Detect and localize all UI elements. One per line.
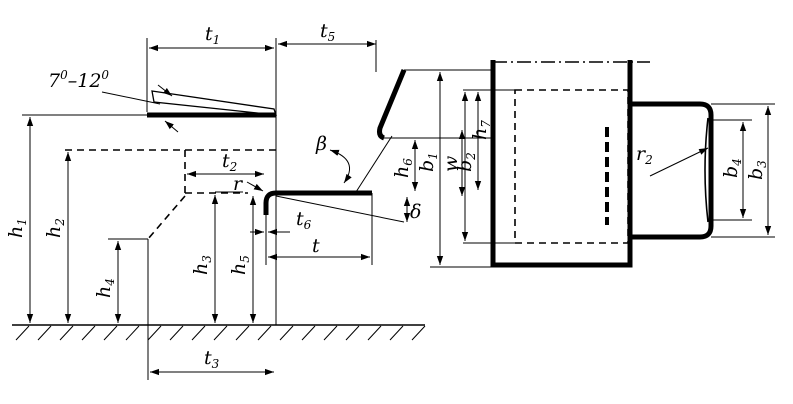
label-beta: β <box>315 133 327 155</box>
label-h6: h6 <box>391 158 415 178</box>
labels: 70–120 t1 t5 t2 t3 t6 t r r2 β δ h1 h2 h… <box>5 20 769 371</box>
lower-plate <box>263 190 405 265</box>
label-b4: b4 <box>720 158 744 178</box>
label-t3: t3 <box>204 347 220 371</box>
label-t: t <box>312 235 320 257</box>
ground <box>12 324 426 341</box>
ground-hatching <box>15 325 426 341</box>
slanted-tip <box>329 69 493 193</box>
label-r: r <box>233 173 244 195</box>
dashed-housing <box>65 149 276 380</box>
label-b1: b1 <box>416 152 440 172</box>
label-t5: t5 <box>320 20 335 44</box>
label-b2: b2 <box>454 152 478 172</box>
label-h7: h7 <box>469 120 493 140</box>
label-b3: b3 <box>745 160 769 180</box>
label-angle-range: 70–120 <box>48 68 109 92</box>
label-t1: t1 <box>205 23 220 47</box>
label-h5: h5 <box>228 255 252 275</box>
label-t2: t2 <box>222 150 237 174</box>
dimension-lines <box>26 40 772 376</box>
label-h3: h3 <box>190 255 214 275</box>
container <box>430 60 775 268</box>
label-t6: t6 <box>296 208 312 232</box>
label-w: w <box>440 156 462 172</box>
label-h4: h4 <box>93 278 117 298</box>
label-h1: h1 <box>5 218 29 238</box>
label-r2: r2 <box>636 143 653 167</box>
upper-plate <box>22 38 277 325</box>
label-h2: h2 <box>43 218 67 238</box>
label-delta: δ <box>410 201 421 223</box>
